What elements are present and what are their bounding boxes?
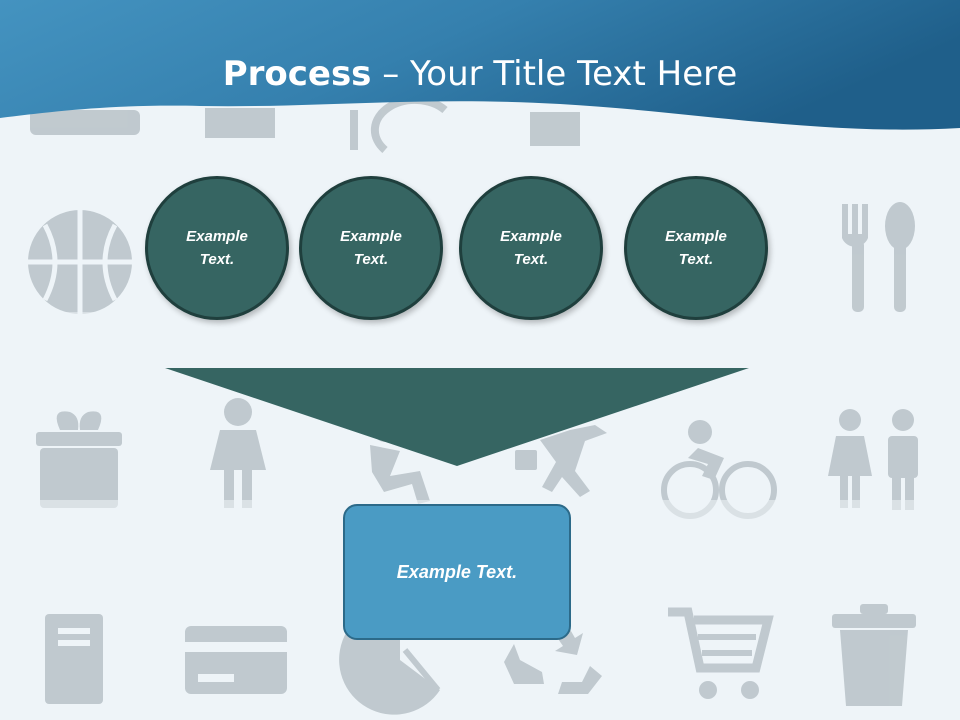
cup-icon bbox=[350, 95, 448, 154]
fork-spoon-icon bbox=[842, 202, 915, 312]
step-circle-2[interactable]: Example Text. bbox=[299, 176, 443, 320]
man-woman-icon bbox=[828, 409, 918, 510]
trash-can-icon bbox=[832, 604, 916, 706]
step-circle-label: Example Text. bbox=[500, 228, 562, 268]
shopping-cart-icon bbox=[668, 607, 774, 699]
step-circle-label: Example Text. bbox=[340, 228, 402, 268]
step-circle-3[interactable]: Example Text. bbox=[459, 176, 603, 320]
step-circle-label: Example Text. bbox=[186, 228, 248, 268]
title-rest: – Your Title Text Here bbox=[371, 54, 738, 94]
keyboard-icon bbox=[30, 110, 140, 135]
step-circle-label: Example Text. bbox=[665, 228, 727, 268]
slide-title: Process – Your Title Text Here bbox=[0, 52, 960, 96]
result-box-label: Example Text. bbox=[396, 561, 518, 582]
calculator-icon bbox=[530, 112, 580, 146]
gift-icon bbox=[36, 411, 122, 508]
basketball-icon bbox=[28, 210, 132, 314]
chair-icon bbox=[205, 108, 275, 138]
header-banner bbox=[0, 0, 960, 130]
notebook-icon bbox=[45, 614, 103, 704]
person-gift-icon bbox=[210, 398, 266, 508]
step-circle-1[interactable]: Example Text. bbox=[145, 176, 289, 320]
step-circle-4[interactable]: Example Text. bbox=[624, 176, 768, 320]
funnel-arrow bbox=[165, 368, 749, 466]
credit-card-icon bbox=[185, 626, 287, 694]
result-box[interactable]: Example Text. bbox=[343, 504, 571, 640]
title-bold: Process bbox=[222, 54, 372, 94]
